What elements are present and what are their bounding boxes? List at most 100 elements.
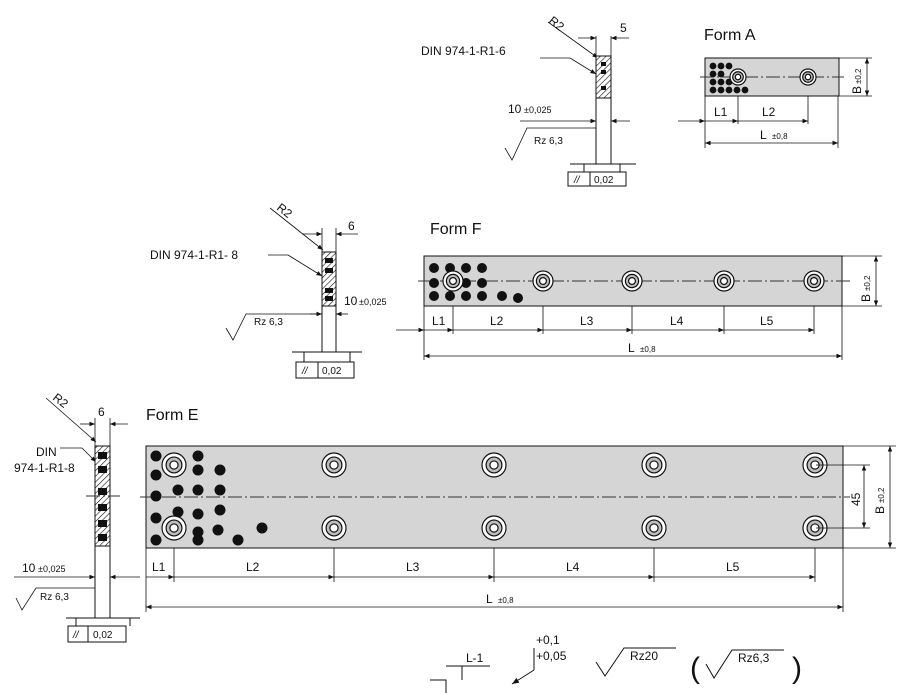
bushing-hole — [621, 270, 643, 292]
form-e-b-label: B — [873, 506, 887, 514]
bushing-hole — [161, 515, 187, 541]
form-e-thickness-label: 10 — [22, 561, 36, 575]
bushing-hole — [713, 270, 735, 292]
legend-tol-lower: +0,05 — [536, 649, 567, 663]
bushing-hole — [321, 452, 347, 478]
bushing-hole — [481, 515, 507, 541]
graphite-dot — [429, 291, 439, 301]
form-f-graphite-dots — [429, 263, 523, 303]
legend-rz-other: Rz6,3 — [738, 651, 770, 665]
legend-paren-close: ) — [792, 652, 802, 685]
form-e-b-tol: ±0,2 — [877, 487, 886, 503]
form-a-thickness-label: 10 — [508, 102, 522, 116]
form-f-thickness-tol: ±0,025 — [359, 297, 386, 307]
form-a-graphite-dots — [709, 62, 749, 94]
form-f-parallel-value: 0,02 — [322, 366, 342, 377]
form-a-plan-view: Form A L1 L2 L ±0,8 B ±0,2 — [678, 27, 872, 148]
bushing-hole — [321, 515, 347, 541]
form-e-l4-label: L4 — [566, 560, 580, 574]
graphite-dot — [150, 450, 162, 462]
graphite-dot — [192, 464, 204, 476]
graphite-dot — [513, 293, 523, 303]
form-a-parallel-value: 0,02 — [594, 175, 614, 186]
form-f-b-label: B — [859, 294, 873, 302]
graphite-dot — [214, 464, 226, 476]
bushing-hole — [442, 270, 464, 292]
legend-rz-general: Rz20 — [630, 649, 658, 663]
graphite-dot — [461, 291, 471, 301]
graphite-dot — [214, 504, 226, 516]
graphite-dot — [477, 278, 487, 288]
form-e-roughness-label: Rz 6,3 — [40, 592, 69, 603]
graphite-dot — [709, 86, 717, 94]
form-e-spacing-label: 45 — [849, 492, 863, 506]
form-e-din-line1: DIN — [36, 445, 57, 459]
form-e-width-label: 6 — [98, 405, 105, 419]
form-e-l-label: L — [486, 592, 493, 606]
graphite-dot — [717, 78, 725, 86]
graphite-dot — [150, 534, 162, 546]
form-f-roughness-label: Rz 6,3 — [254, 317, 283, 328]
form-e-plan-view: Form E L1 L2 L3 L4 L5 L ±0,8 45 — [140, 407, 896, 612]
graphite-dot — [192, 508, 204, 520]
form-a-parallel-symbol: // — [573, 175, 581, 186]
graphite-dot — [725, 86, 733, 94]
legend-datum-label: L-1 — [466, 651, 484, 665]
graphite-dot — [150, 469, 162, 481]
form-f-l5-label: L5 — [760, 314, 774, 328]
graphite-dot — [717, 70, 725, 78]
graphite-dot — [709, 70, 717, 78]
form-f-l4-label: L4 — [670, 314, 684, 328]
form-a-section-view: R2 5 DIN 974-1-R1-6 10 ±0,025 Rz 6,3 // … — [421, 13, 636, 187]
form-e-l-tol: ±0,8 — [498, 596, 514, 605]
graphite-dot — [192, 450, 204, 462]
graphite-dot — [192, 484, 204, 496]
graphite-dot — [150, 512, 162, 524]
graphite-dot — [477, 291, 487, 301]
bushing-hole — [161, 452, 187, 478]
form-f-l1-label: L1 — [432, 314, 446, 328]
bushing-hole — [532, 270, 554, 292]
form-f-l-tol: ±0,8 — [640, 345, 656, 354]
bushing-hole — [641, 452, 667, 478]
form-e-l2-label: L2 — [246, 560, 260, 574]
form-e-l5-label: L5 — [726, 560, 740, 574]
legend-symbols: L-1 +0,1 +0,05 Rz20 ( Rz6,3 ) — [430, 633, 802, 693]
form-a-l-label: L — [760, 128, 767, 142]
form-f-title: Form F — [430, 221, 482, 238]
graphite-dot — [214, 484, 226, 496]
form-e-graphite-dots — [150, 450, 268, 546]
form-e-parallel-value: 0,02 — [93, 630, 113, 641]
form-e-radius-label: R2 — [50, 390, 71, 411]
graphite-dot — [192, 534, 204, 546]
form-a-l1-label: L1 — [714, 105, 728, 119]
graphite-dot — [461, 263, 471, 273]
graphite-dot — [172, 506, 184, 518]
graphite-dot — [256, 522, 268, 534]
form-f-thickness-label: 10 — [344, 294, 358, 308]
form-a-width-label: 5 — [620, 21, 627, 35]
form-a-bushings — [729, 68, 817, 86]
form-a-section-bar — [595, 55, 612, 99]
form-e-thickness-tol: ±0,025 — [38, 564, 65, 574]
graphite-dot — [725, 62, 733, 70]
form-e-din-line2: 974-1-R1-8 — [14, 461, 75, 475]
graphite-dot — [429, 263, 439, 273]
form-a-roughness-label: Rz 6,3 — [534, 136, 563, 147]
graphite-dot — [232, 534, 244, 546]
graphite-dot — [709, 62, 717, 70]
form-f-l3-label: L3 — [580, 314, 594, 328]
form-a-l-tol: ±0,8 — [772, 132, 788, 141]
graphite-dot — [497, 291, 507, 301]
graphite-dot — [717, 86, 725, 94]
form-a-din-label: DIN 974-1-R1-6 — [421, 44, 506, 58]
graphite-dot — [717, 62, 725, 70]
form-e-parallel-symbol: // — [72, 630, 80, 641]
form-f-b-tol: ±0,2 — [863, 275, 872, 291]
graphite-dot — [192, 526, 204, 538]
graphite-dot — [709, 78, 717, 86]
form-a-radius-label: R2 — [546, 13, 567, 34]
form-a-l2-label: L2 — [762, 105, 776, 119]
graphite-dot — [733, 86, 741, 94]
